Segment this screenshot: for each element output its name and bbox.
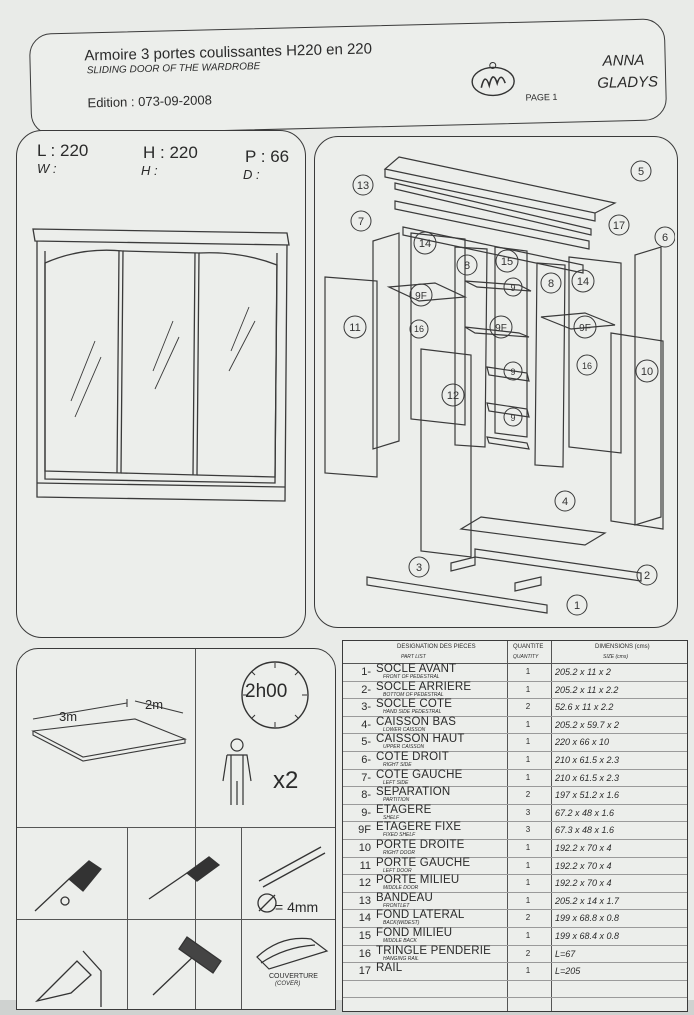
front-view-panel: L : 220 W : H : 220 H : P : 66 D : bbox=[16, 130, 306, 638]
tools-divider-a bbox=[127, 827, 128, 1009]
part-callout-15: 15 bbox=[501, 256, 513, 268]
part-callout-9c: 9 bbox=[510, 413, 515, 423]
part-callout-8b: 8 bbox=[548, 278, 554, 290]
page-number: PAGE 1 bbox=[525, 91, 558, 103]
part-callout-10: 10 bbox=[641, 366, 653, 378]
brand-name-line-2: GLADYS bbox=[597, 73, 659, 92]
col-header-designation-en: PART LIST bbox=[401, 654, 426, 660]
part-callout-14a: 14 bbox=[419, 238, 431, 250]
exploded-view-panel: 13 5 17 7 6 14 8 15 8 14 9 9F 9F 9F 11 1… bbox=[314, 136, 678, 628]
col-divider-dim bbox=[551, 641, 552, 1011]
phillips-screwdriver-icon bbox=[34, 860, 102, 912]
wardrobe-front-drawing bbox=[32, 228, 290, 502]
part-callout-3: 3 bbox=[416, 562, 422, 574]
part-callout-11: 11 bbox=[349, 322, 360, 334]
part-callout-7: 7 bbox=[358, 216, 364, 228]
part-callout-16a: 16 bbox=[414, 324, 424, 334]
tools-hline bbox=[17, 919, 335, 920]
flat-screwdriver-icon bbox=[148, 856, 221, 900]
clock-icon bbox=[241, 661, 309, 729]
table-row bbox=[343, 980, 687, 999]
document-title: Armoire 3 portes coulissantes H220 en 22… bbox=[84, 40, 373, 65]
col-divider-qty bbox=[507, 641, 508, 1011]
part-callout-1: 1 bbox=[574, 600, 580, 612]
hammer-icon bbox=[152, 936, 222, 996]
part-callout-9b: 9 bbox=[510, 367, 515, 377]
floor-length: 3m bbox=[59, 709, 78, 724]
floor-space-drawing bbox=[31, 699, 187, 762]
table-row bbox=[343, 997, 687, 1015]
col-header-quantity: QUANTITE bbox=[513, 644, 544, 650]
brand-name-line-1: ANNA bbox=[602, 51, 645, 70]
part-callout-2: 2 bbox=[644, 570, 650, 582]
part-callout-9f-b: 9F bbox=[495, 323, 507, 334]
width-label-en: W : bbox=[37, 161, 57, 176]
height-label-en: H : bbox=[141, 163, 158, 178]
blanket-cover-icon bbox=[256, 937, 329, 970]
part-callout-8a: 8 bbox=[464, 260, 470, 272]
part-callout-6: 6 bbox=[662, 232, 668, 244]
drill-bit-icon bbox=[257, 846, 326, 913]
part-callout-16b: 16 bbox=[582, 361, 592, 371]
depth-value: P : 66 bbox=[245, 147, 290, 166]
hline bbox=[17, 827, 335, 828]
requirements-panel: 3m 2m 2h00 x2 = 4mm CO bbox=[16, 648, 336, 1010]
floor-width: 2m bbox=[145, 697, 164, 712]
part-callout-5: 5 bbox=[638, 166, 644, 178]
part-callout-12: 12 bbox=[447, 390, 459, 402]
exploded-assembly-drawing: 13 5 17 7 6 14 8 15 8 14 9 9F 9F 9F 11 1… bbox=[324, 156, 675, 616]
power-drill-icon bbox=[34, 950, 102, 1007]
assembly-time: 2h00 bbox=[245, 681, 288, 702]
drill-diameter: = 4mm bbox=[275, 899, 319, 915]
part-callout-9f-a: 9F bbox=[415, 291, 427, 302]
parts-list-table: DESIGNATION DES PIECES PART LIST QUANTIT… bbox=[342, 640, 688, 1012]
part-callout-13: 13 bbox=[357, 180, 369, 192]
tools-divider-b bbox=[241, 827, 242, 1009]
col-header-dimensions-en: SIZE (cms) bbox=[603, 654, 628, 660]
width-value: L : 220 bbox=[37, 141, 89, 160]
part-callout-17: 17 bbox=[613, 220, 625, 232]
col-header-quantity-en: QUANTITY bbox=[513, 654, 539, 660]
part-callout-9a: 9 bbox=[510, 283, 515, 293]
part-callout-4: 4 bbox=[562, 496, 568, 508]
part-callout-9f-c: 9F bbox=[579, 323, 591, 334]
people-count: x2 bbox=[273, 767, 299, 794]
depth-label-en: D : bbox=[243, 167, 260, 182]
vline bbox=[195, 649, 196, 1009]
person-icon bbox=[222, 738, 252, 805]
col-header-dimensions: DIMENSIONS (cms) bbox=[595, 644, 650, 650]
part-callout-14b: 14 bbox=[577, 276, 589, 288]
header-box: Armoire 3 portes coulissantes H220 en 22… bbox=[28, 18, 668, 136]
brand-logo-icon bbox=[469, 61, 518, 98]
blanket-cover-label-en: (COVER) bbox=[275, 981, 301, 987]
edition-date: Edition : 073-09-2008 bbox=[87, 92, 213, 111]
height-value: H : 220 bbox=[143, 143, 198, 162]
table-header: DESIGNATION DES PIECES PART LIST QUANTIT… bbox=[343, 641, 687, 664]
blanket-cover-label: COUVERTURE bbox=[269, 973, 318, 980]
col-header-designation: DESIGNATION DES PIECES bbox=[397, 644, 476, 650]
